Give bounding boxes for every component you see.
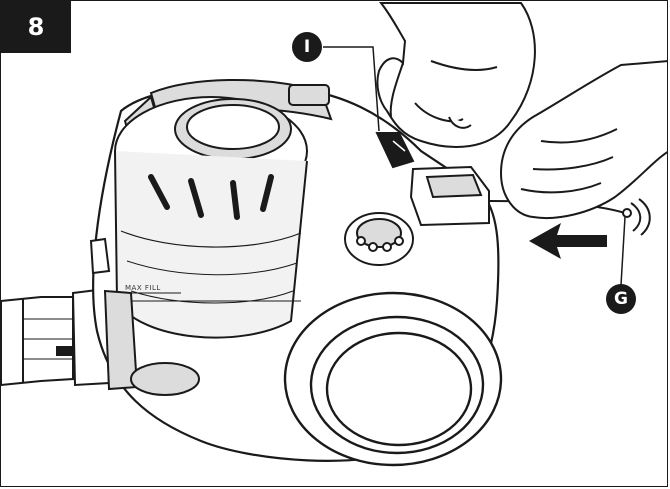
- callout-lines: [323, 46, 626, 286]
- front-castor: [130, 362, 200, 396]
- filter-latch: [375, 132, 415, 169]
- hand-icon: [499, 60, 667, 219]
- callout-i: I: [292, 32, 322, 62]
- max-fill-label: MAX FILL: [125, 284, 161, 292]
- step-number-badge: 8: [1, 1, 71, 53]
- hose-port: [89, 237, 139, 391]
- hose: [1, 287, 111, 387]
- callout-g: G: [606, 284, 636, 314]
- pull-direction-arrow-icon: [529, 223, 607, 259]
- hand-icon: [376, 2, 536, 148]
- rear-filter-housing: [409, 165, 490, 227]
- dust-canister: [114, 96, 308, 339]
- rear-wheel: [283, 291, 503, 467]
- cord-rewind-knob: [344, 212, 414, 266]
